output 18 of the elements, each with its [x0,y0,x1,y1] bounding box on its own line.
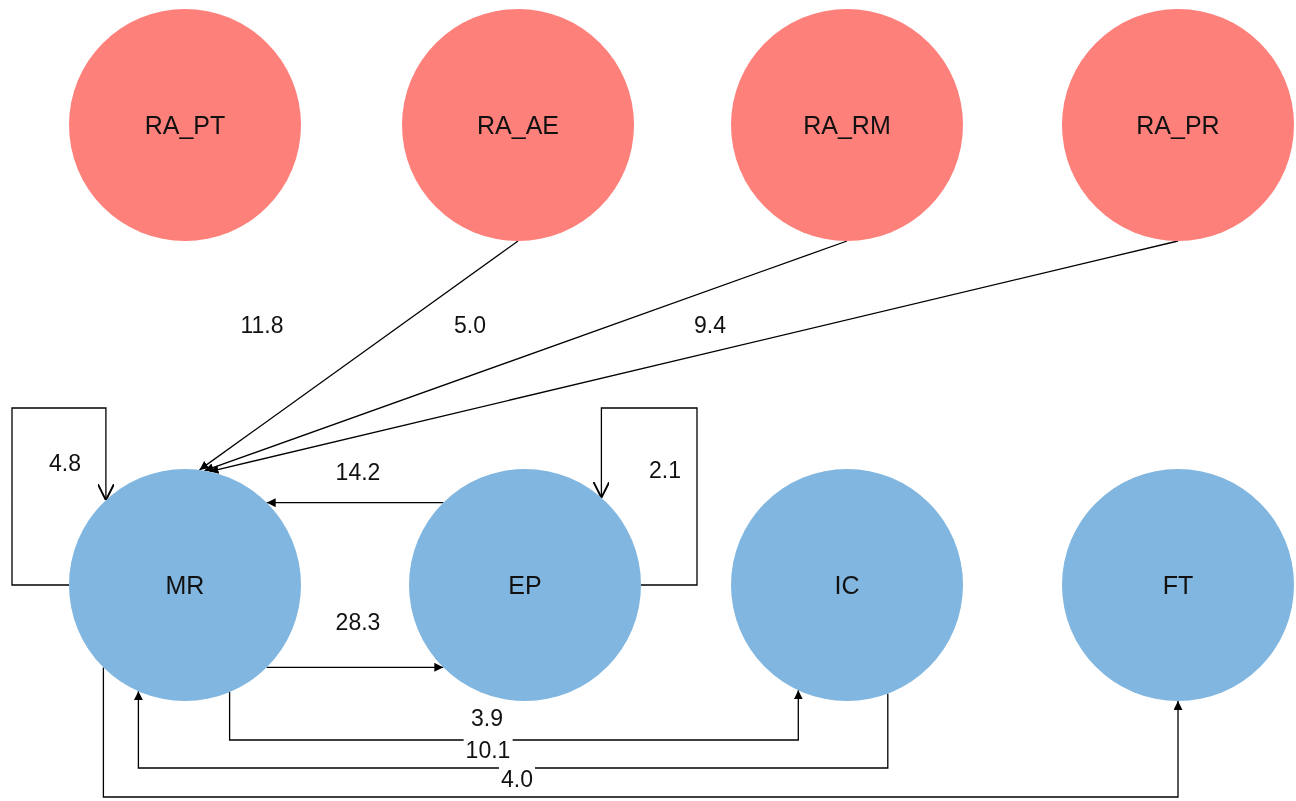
node-label: EP [508,570,542,600]
arrow [133,690,889,769]
node-label: FT [1162,570,1194,600]
arrow [266,498,444,508]
arrow [102,666,1183,798]
node-label: RA_RM [803,110,891,140]
arrow [203,240,848,472]
arrow [266,662,444,672]
arrow [198,240,519,471]
node-label: MR [165,570,205,600]
arrow [208,240,1179,474]
node-label: RA_AE [477,110,559,140]
arrow [228,689,803,741]
node-label: RA_PR [1136,110,1220,140]
loop-arrow [592,407,698,586]
loop-arrow [11,407,115,586]
node-label: RA_PT [144,110,226,140]
node-label: IC [834,570,860,600]
